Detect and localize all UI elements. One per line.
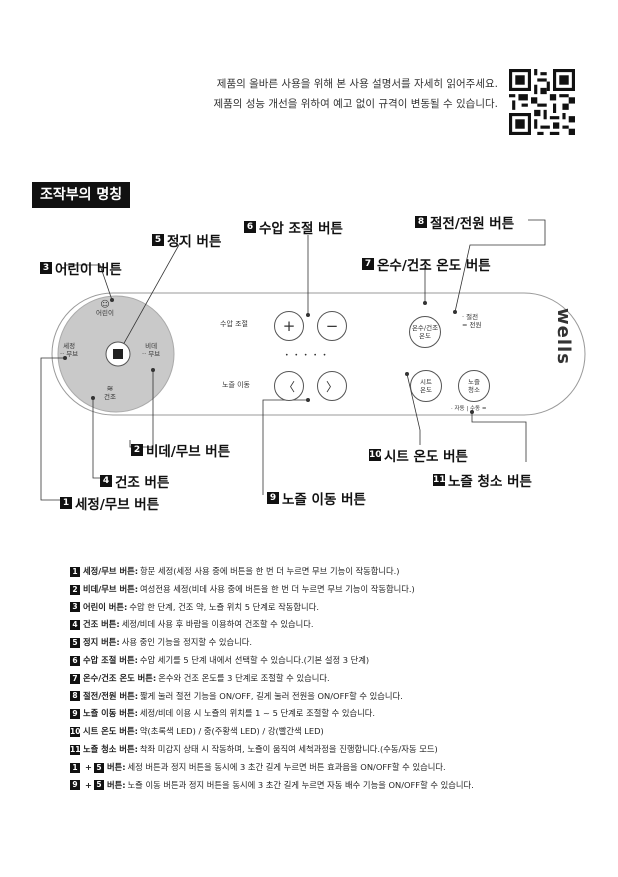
- auto-manual-label: · 자동 | 수동 =: [451, 406, 487, 412]
- nozzle-right-button[interactable]: 〉: [317, 371, 347, 401]
- seat-temp-button[interactable]: 시트 온도: [410, 370, 442, 402]
- pressure-plus-button[interactable]: +: [274, 311, 304, 341]
- qr-code-icon: [509, 69, 575, 135]
- brand-logo: wells: [552, 308, 574, 365]
- nozzle-left-button[interactable]: 〈: [274, 371, 304, 401]
- intro-line-1: 제품의 올바른 사용을 위해 본 사용 설명서를 자세히 읽어주세요.: [216, 78, 498, 90]
- power-button[interactable]: · 절전 = 전원: [462, 313, 482, 329]
- wind-icon: ≋: [106, 384, 114, 393]
- section-title: 조작부의 명칭: [32, 182, 131, 208]
- control-panel-diagram: [40, 219, 586, 501]
- dry-button[interactable]: ≋ 건조: [104, 384, 116, 402]
- pressure-label: 수압 조절: [220, 320, 248, 328]
- intro-line-2: 제품의 성능 개선을 위하여 예고 없이 규격이 변동될 수 있습니다.: [213, 98, 498, 110]
- stop-square-icon: [113, 349, 123, 359]
- bidet-button[interactable]: 비데 ·· 무브: [142, 342, 161, 358]
- wash-button[interactable]: 세정 ·· 무브: [60, 342, 79, 358]
- pressure-minus-button[interactable]: −: [317, 311, 347, 341]
- child-face-icon: ☺: [100, 300, 110, 310]
- level-dots: • • • • •: [285, 352, 329, 359]
- water-temp-button[interactable]: 온수/건조 온도: [409, 316, 441, 348]
- nozzle-move-label: 노즐 이동: [222, 381, 250, 389]
- intro-text: 제품의 올바른 사용을 위해 본 사용 설명서를 자세히 읽어주세요. 제품의 …: [148, 74, 498, 114]
- child-button[interactable]: ☺ 어린이: [96, 300, 114, 318]
- nozzle-clean-button[interactable]: 노즐 청소: [458, 370, 490, 402]
